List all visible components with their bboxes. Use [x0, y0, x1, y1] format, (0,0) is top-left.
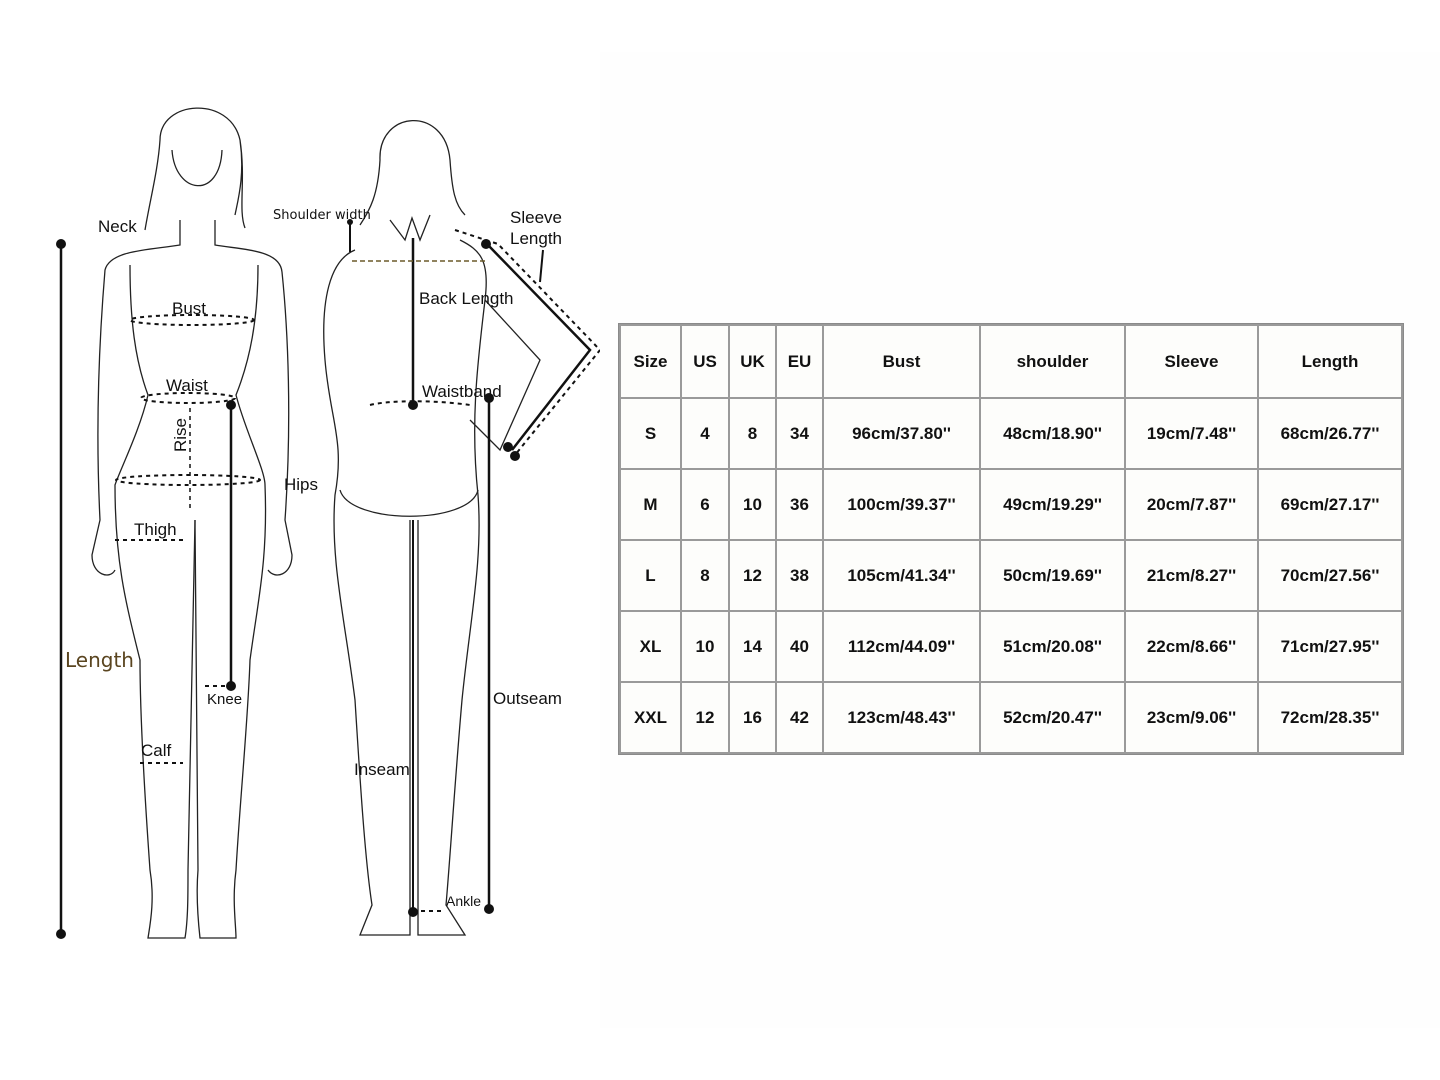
- header-bust: Bust: [824, 326, 979, 397]
- cell-size: S: [621, 399, 680, 468]
- header-length: Length: [1259, 326, 1401, 397]
- cell-uk: 10: [730, 470, 775, 539]
- cell-bust: 123cm/48.43'': [824, 683, 979, 752]
- cell-shoulder: 48cm/18.90'': [981, 399, 1124, 468]
- cell-eu: 38: [777, 541, 822, 610]
- cell-sleeve: 19cm/7.48'': [1126, 399, 1257, 468]
- cell-sleeve: 21cm/8.27'': [1126, 541, 1257, 610]
- cell-bust: 100cm/39.37'': [824, 470, 979, 539]
- cell-uk: 12: [730, 541, 775, 610]
- header-shoulder: shoulder: [981, 326, 1124, 397]
- label-shoulder-width: Shoulder width: [273, 208, 371, 223]
- cell-eu: 34: [777, 399, 822, 468]
- cell-us: 6: [682, 470, 728, 539]
- cell-sleeve: 20cm/7.87'': [1126, 470, 1257, 539]
- label-neck: Neck: [98, 217, 137, 236]
- table-row: S 4 8 34 96cm/37.80'' 48cm/18.90'' 19cm/…: [621, 399, 1401, 468]
- label-sleeve-length-line2: Length: [510, 229, 562, 248]
- cell-length: 72cm/28.35'': [1259, 683, 1401, 752]
- cell-bust: 112cm/44.09'': [824, 612, 979, 681]
- header-uk: UK: [730, 326, 775, 397]
- label-waist: Waist: [166, 376, 208, 395]
- label-back-length: Back Length: [419, 289, 514, 308]
- cell-uk: 8: [730, 399, 775, 468]
- label-rise: Rise: [171, 417, 190, 452]
- cell-length: 71cm/27.95'': [1259, 612, 1401, 681]
- cell-shoulder: 51cm/20.08'': [981, 612, 1124, 681]
- header-size: Size: [621, 326, 680, 397]
- cell-sleeve: 23cm/9.06'': [1126, 683, 1257, 752]
- table-row: XL 10 14 40 112cm/44.09'' 51cm/20.08'' 2…: [621, 612, 1401, 681]
- label-length: Length: [65, 648, 134, 672]
- body-figures-illustration: [56, 107, 600, 939]
- cell-sleeve: 22cm/8.66'': [1126, 612, 1257, 681]
- cell-bust: 105cm/41.34'': [824, 541, 979, 610]
- label-thigh: Thigh: [134, 520, 177, 539]
- cell-bust: 96cm/37.80'': [824, 399, 979, 468]
- table-row: M 6 10 36 100cm/39.37'' 49cm/19.29'' 20c…: [621, 470, 1401, 539]
- cell-shoulder: 50cm/19.69'': [981, 541, 1124, 610]
- header-sleeve: Sleeve: [1126, 326, 1257, 397]
- body-measurement-diagram: Neck Bust Waist Rise Hips Thigh Length K…: [0, 0, 600, 1080]
- label-ankle: Ankle: [446, 893, 482, 909]
- cell-uk: 16: [730, 683, 775, 752]
- cell-eu: 42: [777, 683, 822, 752]
- cell-size: L: [621, 541, 680, 610]
- table-row: XXL 12 16 42 123cm/48.43'' 52cm/20.47'' …: [621, 683, 1401, 752]
- label-outseam: Outseam: [493, 689, 562, 708]
- cell-uk: 14: [730, 612, 775, 681]
- cell-length: 69cm/27.17'': [1259, 470, 1401, 539]
- label-inseam: Inseam: [354, 760, 410, 779]
- table-row: L 8 12 38 105cm/41.34'' 50cm/19.69'' 21c…: [621, 541, 1401, 610]
- label-knee: Knee: [207, 691, 243, 708]
- label-sleeve-length-line1: Sleeve: [510, 208, 562, 227]
- label-calf: Calf: [141, 741, 172, 760]
- cell-us: 4: [682, 399, 728, 468]
- cell-size: XXL: [621, 683, 680, 752]
- cell-size: M: [621, 470, 680, 539]
- cell-us: 10: [682, 612, 728, 681]
- cell-shoulder: 52cm/20.47'': [981, 683, 1124, 752]
- table-header-row: Size US UK EU Bust shoulder Sleeve Lengt…: [621, 326, 1401, 397]
- label-waistband: Waistband: [422, 382, 502, 401]
- cell-size: XL: [621, 612, 680, 681]
- label-bust: Bust: [172, 299, 207, 318]
- header-us: US: [682, 326, 728, 397]
- cell-length: 68cm/26.77'': [1259, 399, 1401, 468]
- label-hips: Hips: [284, 475, 319, 494]
- cell-us: 8: [682, 541, 728, 610]
- cell-length: 70cm/27.56'': [1259, 541, 1401, 610]
- header-eu: EU: [777, 326, 822, 397]
- cell-us: 12: [682, 683, 728, 752]
- cell-eu: 40: [777, 612, 822, 681]
- cell-shoulder: 49cm/19.29'': [981, 470, 1124, 539]
- cell-eu: 36: [777, 470, 822, 539]
- size-chart-table: Size US UK EU Bust shoulder Sleeve Lengt…: [618, 323, 1404, 755]
